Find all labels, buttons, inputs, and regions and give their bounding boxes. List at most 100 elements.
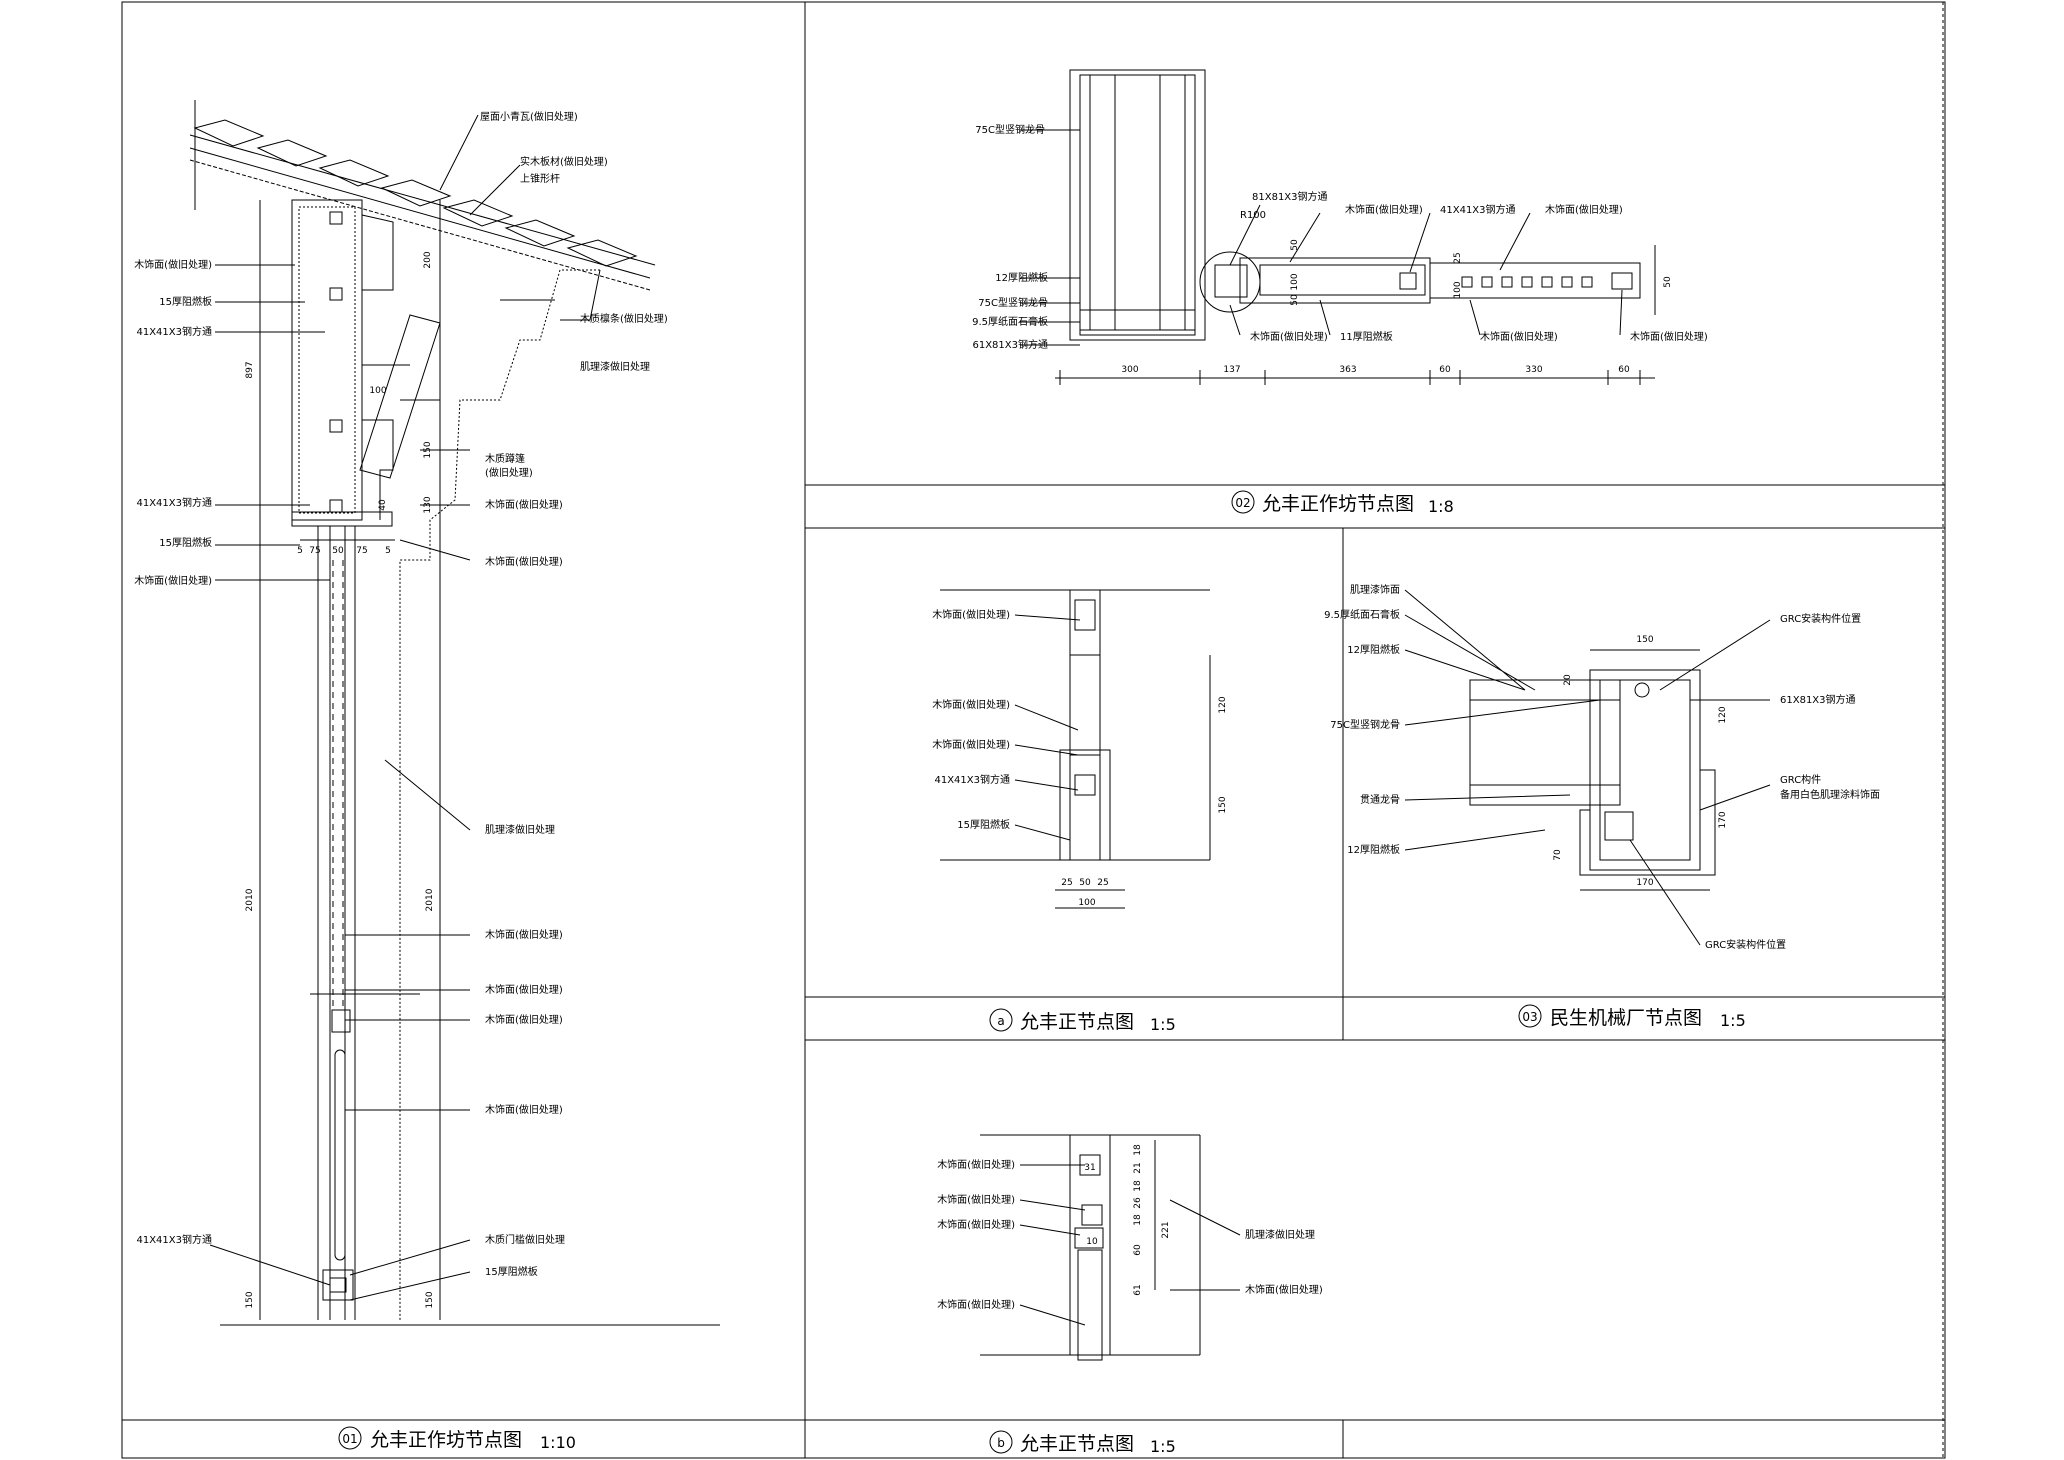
d01-label: 木饰面(做旧处理) [485, 1103, 563, 1116]
db-dim: 18 [1133, 1180, 1143, 1192]
sheet-border [122, 2, 1945, 1458]
title-03-number: 03 [1522, 1010, 1537, 1024]
da-label: 木饰面(做旧处理) [932, 698, 1010, 711]
title-a-number: a [997, 1014, 1004, 1028]
title-01-text: 允丰正作坊节点图 [370, 1429, 522, 1451]
d01-label: 15厚阻燃板 [159, 536, 212, 549]
d02-dim: 60 [1439, 365, 1451, 375]
d03-label: GRC构件 [1780, 773, 1821, 786]
d02-dim: 137 [1223, 365, 1240, 375]
db-label: 木饰面(做旧处理) [937, 1193, 1015, 1206]
db-dim: 10 [1086, 1237, 1098, 1247]
d01-label: 木饰面(做旧处理) [485, 1013, 563, 1026]
title-a-scale: 1:5 [1150, 1015, 1176, 1034]
detail-02-annotations: 75C型竖钢龙骨 81X81X3钢方通 R100 木饰面(做旧处理) 41X41X3钢方… [972, 123, 1708, 375]
title-a-marker [990, 1009, 1012, 1031]
db-dim: 18 [1133, 1144, 1143, 1156]
db-dim: 60 [1133, 1244, 1143, 1256]
d03-dim: 150 [1636, 635, 1653, 645]
title-02-marker [1232, 491, 1254, 513]
d02-dim: 50 [1290, 294, 1300, 306]
d02-label: R100 [1240, 210, 1266, 221]
d01-dim: 75 [356, 546, 367, 556]
d01-label: 木饰面(做旧处理) [485, 928, 563, 941]
da-label: 15厚阻燃板 [957, 818, 1010, 831]
detail-01-drawing [190, 100, 720, 1325]
d02-dim: 100 [1453, 281, 1463, 298]
d01-label: 上锥形杆 [520, 173, 560, 185]
title-01-scale: 1:10 [540, 1433, 576, 1452]
d02-dim: 25 [1453, 252, 1463, 263]
db-dim: 21 [1133, 1162, 1143, 1173]
da-dim: 25 [1061, 878, 1072, 888]
d02-label: 木饰面(做旧处理) [1630, 330, 1708, 343]
d01-label: 肌理漆做旧处理 [485, 823, 555, 836]
d01-dim: 5 [297, 546, 303, 556]
d01-label: 木饰面(做旧处理) [134, 258, 212, 271]
d01-label: 屋面小青瓦(做旧处理) [480, 110, 578, 123]
d01-dim: 150 [245, 1291, 255, 1308]
title-02-number: 02 [1235, 496, 1250, 510]
title-03-text: 民生机械厂节点图 [1550, 1007, 1702, 1029]
title-b-scale: 1:5 [1150, 1437, 1176, 1456]
detail-02-drawing [1020, 70, 1655, 385]
da-label: 41X41X3钢方通 [934, 773, 1010, 786]
d03-label: 9.5厚纸面石膏板 [1324, 608, 1400, 621]
d01-dim: 2010 [245, 888, 255, 911]
d02-label: 12厚阻燃板 [995, 271, 1048, 284]
d02-label: 木饰面(做旧处理) [1545, 203, 1623, 216]
db-dim: 18 [1133, 1214, 1143, 1226]
d01-dim: 130 [423, 496, 433, 513]
detail-b-annotations: 木饰面(做旧处理)木饰面(做旧处理)木饰面(做旧处理)木饰面(做旧处理)肌理漆做… [937, 1144, 1323, 1311]
d01-dim: 40 [378, 499, 388, 511]
d02-label: 木饰面(做旧处理) [1250, 330, 1328, 343]
detail-03-annotations: 肌理漆饰面9.5厚纸面石膏板12厚阻燃板75C型竖钢龙骨贯通龙骨12厚阻燃板GR… [1324, 583, 1880, 951]
d01-label: (做旧处理) [485, 466, 533, 479]
d02-label: 75C型竖钢龙骨 [975, 123, 1045, 136]
d02-dim: 363 [1339, 365, 1356, 375]
d01-label: 15厚阻燃板 [159, 295, 212, 308]
d01-label: 木饰面(做旧处理) [134, 574, 212, 587]
d01-label: 木饰面(做旧处理) [485, 498, 563, 511]
d01-label: 木质门槛做旧处理 [485, 1233, 565, 1246]
d02-dim: 50 [1290, 239, 1300, 251]
d03-label: 贯通龙骨 [1360, 793, 1400, 806]
d03-dim: 170 [1718, 811, 1728, 828]
da-label: 木饰面(做旧处理) [932, 608, 1010, 621]
d03-label: 备用白色肌理涂料饰面 [1780, 788, 1880, 801]
d03-dim: 20 [1563, 674, 1573, 686]
title-01-marker [339, 1427, 361, 1449]
d03-label: 75C型竖钢龙骨 [1330, 718, 1400, 731]
d01-label: 木饰面(做旧处理) [485, 983, 563, 996]
title-03: 03 民生机械厂节点图 1:5 [1519, 1005, 1746, 1030]
d02-label: 81X81X3钢方通 [1252, 190, 1328, 203]
db-dim: 31 [1084, 1163, 1095, 1173]
title-01: 01 允丰正作坊节点图 1:10 [339, 1427, 576, 1452]
title-b-text: 允丰正节点图 [1020, 1433, 1134, 1455]
detail-a-drawing [940, 590, 1210, 908]
detail-03-drawing [1405, 590, 1770, 945]
d02-label: 75C型竖钢龙骨 [978, 296, 1048, 309]
d01-dim: 2010 [425, 888, 435, 911]
d02-dim: 300 [1121, 365, 1138, 375]
db-label: 木饰面(做旧处理) [937, 1158, 1015, 1171]
db-label: 肌理漆做旧处理 [1245, 1228, 1315, 1241]
title-b: b 允丰正节点图 1:5 [990, 1431, 1176, 1456]
title-b-number: b [997, 1436, 1005, 1450]
da-dim: 25 [1097, 878, 1108, 888]
da-label: 木饰面(做旧处理) [932, 738, 1010, 751]
d01-dim: 5 [385, 546, 391, 556]
da-dim: 100 [1078, 898, 1095, 908]
da-dim: 150 [1218, 796, 1228, 813]
title-02: 02 允丰正作坊节点图 1:8 [1232, 491, 1454, 516]
detail-b-drawing [980, 1135, 1240, 1360]
d01-label: 肌理漆做旧处理 [580, 360, 650, 373]
db-label: 木饰面(做旧处理) [937, 1218, 1015, 1231]
d03-label: 12厚阻燃板 [1347, 843, 1400, 856]
title-a-text: 允丰正节点图 [1020, 1011, 1134, 1033]
d01-dim: 897 [245, 361, 255, 378]
d02-label: 11厚阻燃板 [1340, 330, 1393, 343]
d02-label: 41X41X3钢方通 [1440, 203, 1516, 216]
d01-label: 实木板材(做旧处理) [520, 155, 608, 168]
